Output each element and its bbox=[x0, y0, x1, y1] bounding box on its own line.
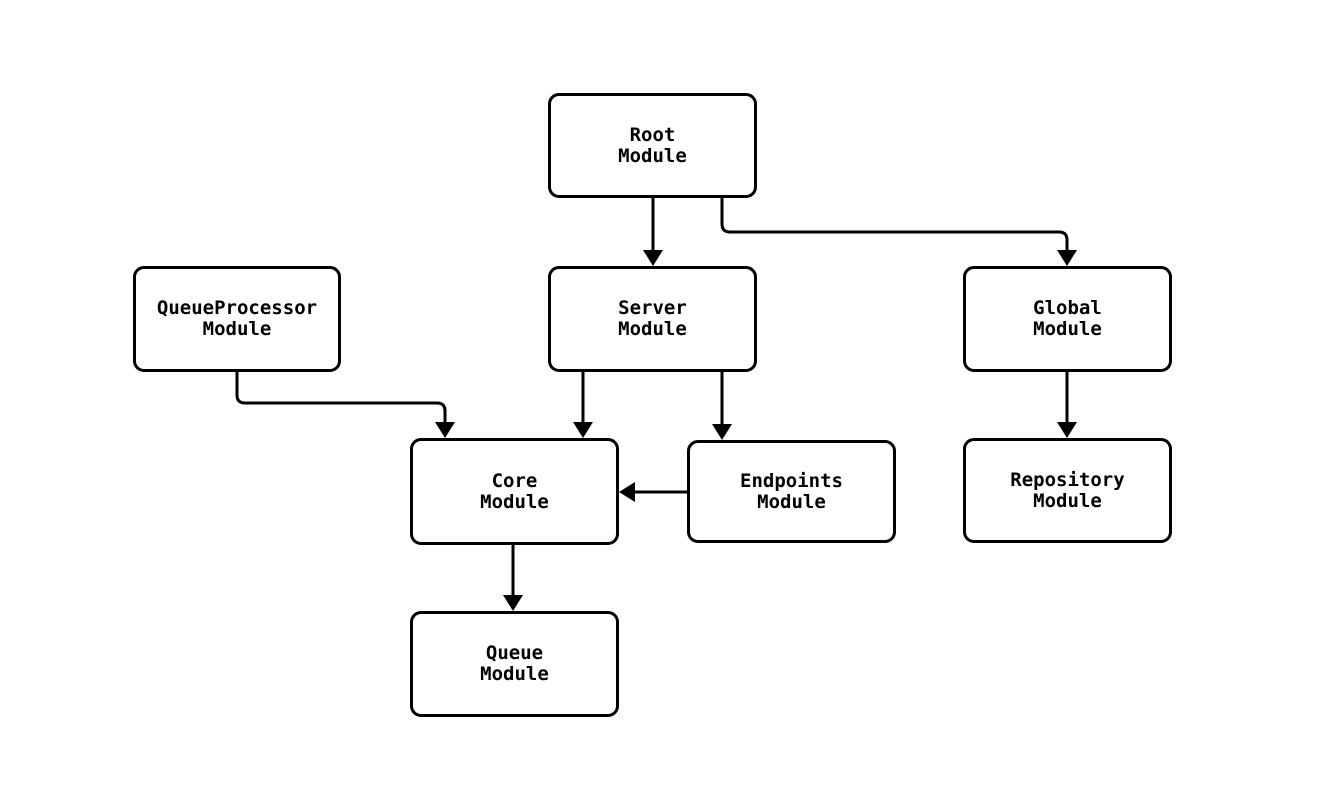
node-label-line: QueueProcessor bbox=[156, 297, 318, 319]
node-label-line: Module bbox=[1033, 318, 1102, 340]
node-label-line: Core bbox=[491, 469, 538, 492]
node-label-line: Queue bbox=[485, 642, 544, 664]
node-label-line: Module bbox=[480, 663, 549, 685]
node-label-line: Global bbox=[1033, 297, 1102, 319]
node-label-line: Module bbox=[1033, 489, 1102, 512]
arrowhead-core-to-queue bbox=[503, 595, 523, 611]
arrowhead-endpoints-to-core bbox=[619, 482, 635, 502]
edge-queueprocessor-to-core bbox=[235, 372, 447, 424]
node-label-line: Repository bbox=[1010, 468, 1125, 491]
arrowhead-server-to-endpoints bbox=[712, 424, 732, 440]
arrowhead-server-to-core bbox=[573, 422, 593, 438]
node-label-line: Module bbox=[618, 318, 687, 340]
node-label-line: Endpoints bbox=[740, 469, 843, 492]
node-label-line: Module bbox=[618, 144, 687, 167]
arrowhead-root-to-global bbox=[1057, 250, 1077, 266]
arrowhead-root-to-server bbox=[643, 250, 663, 266]
node-label-line: Module bbox=[202, 318, 272, 340]
node-label-line: Module bbox=[757, 490, 826, 513]
node-label-line: Module bbox=[480, 490, 549, 513]
edge-root-to-global bbox=[720, 198, 1069, 252]
node-label-line: Server bbox=[618, 297, 687, 319]
arrowhead-queueprocessor-to-core bbox=[435, 422, 455, 438]
arrowhead-global-to-repository bbox=[1057, 422, 1077, 438]
node-label-line: Root bbox=[629, 123, 676, 146]
